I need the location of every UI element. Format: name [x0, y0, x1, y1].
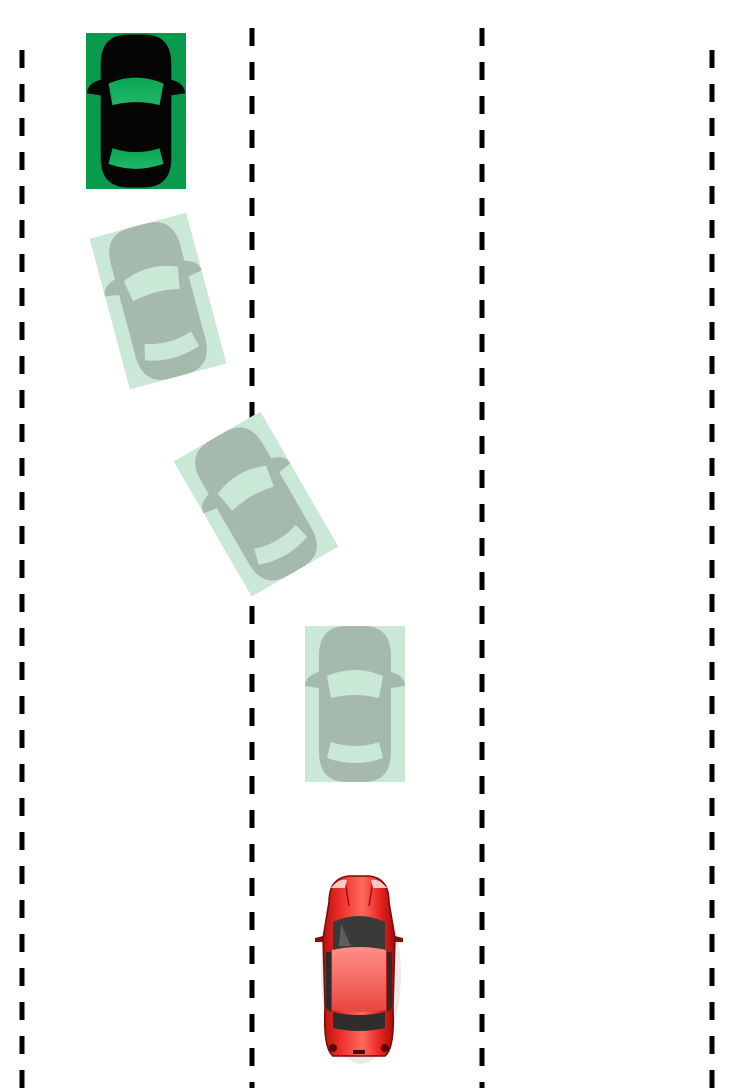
lane-lines	[19, 28, 715, 1088]
ghost-car-icon	[305, 626, 405, 782]
ghost-car-step-2	[173, 411, 339, 597]
target-car	[86, 33, 186, 189]
black-car-icon	[87, 34, 185, 188]
player-car[interactable]	[315, 875, 403, 1064]
red-sports-car-icon	[315, 875, 403, 1064]
ghost-car-step-3	[305, 626, 405, 782]
ghost-car-step-1	[89, 212, 227, 390]
ghost-trail	[89, 212, 405, 782]
